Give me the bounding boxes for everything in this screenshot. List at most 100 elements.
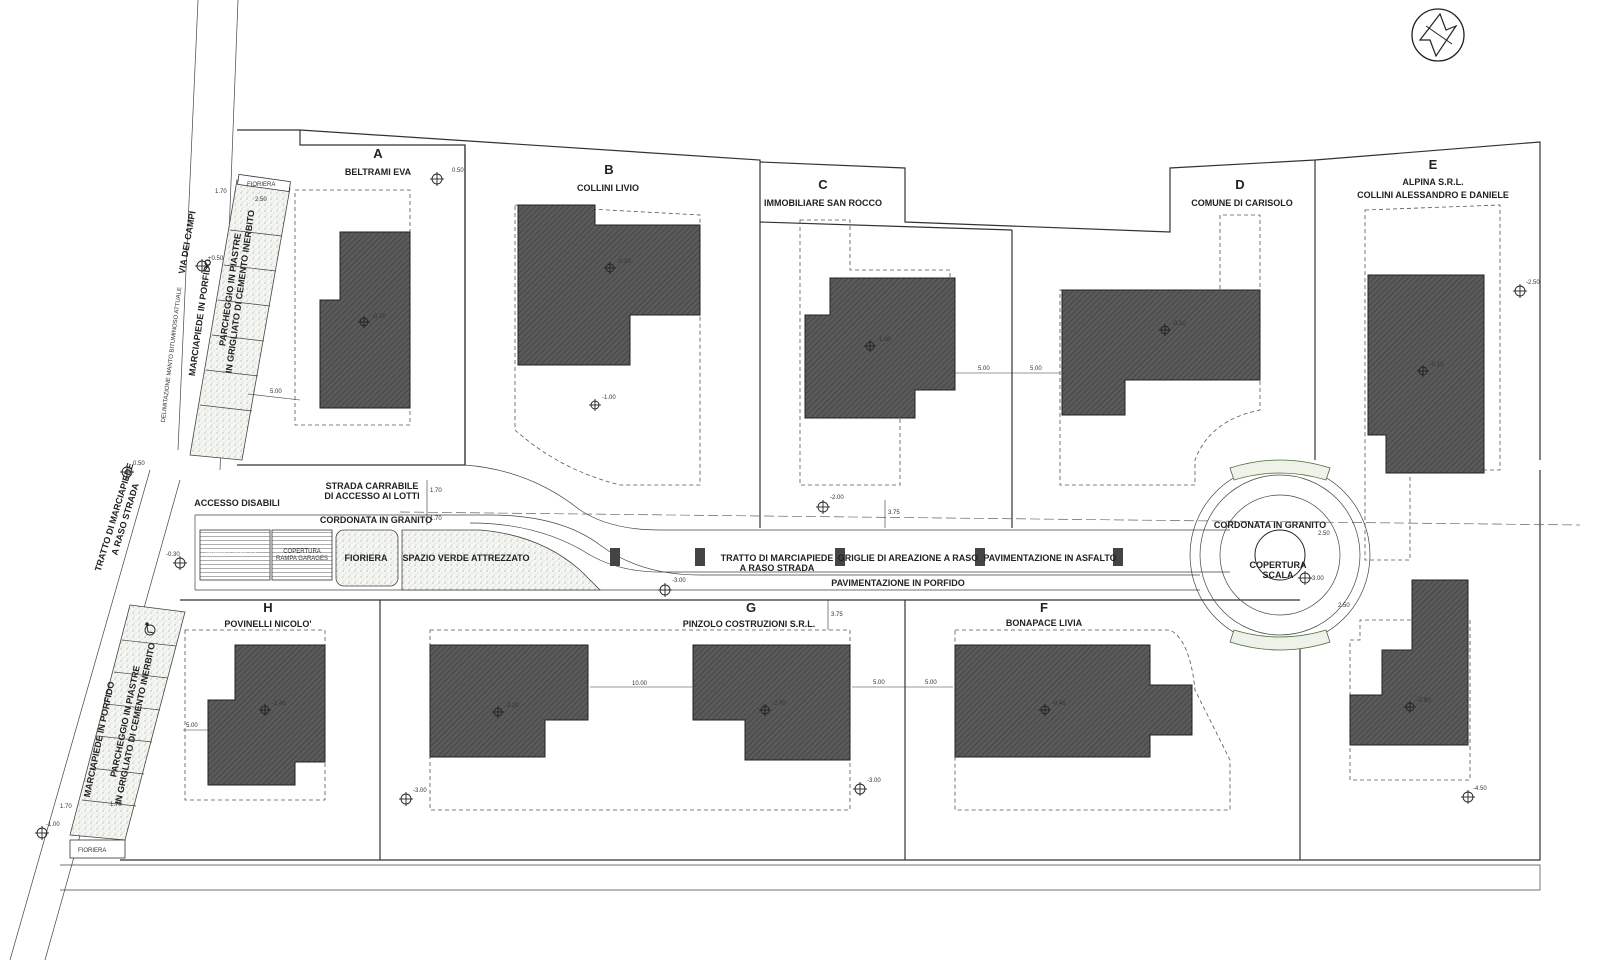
elev-a: -0.20: [372, 314, 386, 320]
lot-c-owner: IMMOBILIARE SAN ROCCO: [764, 198, 882, 208]
lot-g-letter: G: [746, 600, 756, 615]
lot-e-letter: E: [1429, 157, 1438, 172]
dim-13: 2.50: [1318, 531, 1330, 537]
parking-strip-bottom: [69, 604, 186, 859]
elev-top-left: +0.50: [208, 256, 224, 262]
lot-letters: A B C D E F G H: [263, 146, 1437, 615]
accesso-disabili-label: ACCESSO DISABILI: [194, 498, 280, 508]
north-arrow-icon: [1411, 8, 1465, 62]
elev-h: -1.40: [272, 701, 286, 707]
lot-d-letter: D: [1235, 177, 1244, 192]
dim-11: 3.75: [888, 510, 900, 516]
elev-b: -0.20: [617, 259, 631, 265]
area-labels: STRADA CARRABILE DI ACCESSO AI LOTTI ACC…: [194, 481, 1326, 588]
lot-b-owner: COLLINI LIVIO: [577, 183, 639, 193]
fioriera-bottom-label: FIORIERA: [78, 848, 106, 854]
building-c: [804, 277, 956, 419]
ramp-area: [199, 529, 601, 591]
fioriera-top-label: FIORIERA: [247, 182, 275, 188]
copertura-rampa-label-1: COPERTURA: [283, 549, 321, 555]
via-dei-campi-label: VIA DEI CAMPI: [177, 210, 198, 274]
lot-boundaries-north: [237, 129, 1541, 528]
lot-f-letter: F: [1040, 600, 1048, 615]
elev-g2: -2.70: [772, 701, 786, 707]
dim-10: 5.00: [186, 723, 198, 729]
dim-9: 5.00: [925, 680, 937, 686]
ventilation-grilles: [610, 548, 1123, 566]
elev-b-yard: -1.00: [602, 395, 616, 401]
cordonata-right-label: CORDONATA IN GRANITO: [1214, 520, 1326, 530]
lot-b-letter: B: [604, 162, 613, 177]
elev-g-low1: -3.00: [413, 788, 427, 794]
lot-e-owner2: COLLINI ALESSANDRO E DANIELE: [1357, 190, 1509, 200]
copertura-scala-label-1: COPERTURA: [1249, 560, 1307, 570]
dim-15: 1.70: [110, 802, 122, 808]
strada-label-1: STRADA CARRABILE: [326, 481, 419, 491]
elev-a-corner: 0.50: [452, 168, 464, 174]
building-d: [1061, 289, 1261, 416]
building-a: [319, 231, 411, 409]
roundabout: [1189, 459, 1371, 651]
lot-c-letter: C: [818, 177, 828, 192]
dim-8: 5.00: [873, 680, 885, 686]
dim-2: 1.70: [215, 189, 227, 195]
elev-road-entry: -0.30: [166, 552, 180, 558]
building-e-south: [1349, 579, 1469, 746]
wheelchair-icon: [144, 622, 156, 636]
lot-d-owner: COMUNE DI CARISOLO: [1191, 198, 1293, 208]
griglie-label: GRIGLIE DI AREAZIONE A RASO: [838, 553, 979, 563]
elev-e-edge: -2.50: [1526, 280, 1540, 286]
elev-road-mid: -3.00: [672, 578, 686, 584]
tratto-marciapiede-mid-1: TRATTO DI MARCIAPIEDE: [721, 553, 834, 563]
dim-16: 1.70: [60, 804, 72, 810]
elev-e: -0.15: [1430, 362, 1444, 368]
lot-h-owner: POVINELLI NICOLO': [224, 619, 311, 629]
dim-12: 3.75: [831, 612, 843, 618]
elev-e2: -0.60: [1417, 698, 1431, 704]
elevation-values: 0.50 -0.20 -0.20 -1.00 -1.00 -2.00 -0.10…: [46, 168, 1540, 828]
elev-d: -0.10: [1172, 321, 1186, 327]
elev-e-low: -4.50: [1473, 786, 1487, 792]
building-f: [954, 644, 1193, 758]
pavimentazione-porfido-label: PAVIMENTAZIONE IN PORFIDO: [831, 578, 965, 588]
elev-f: -0.45: [1052, 701, 1066, 707]
dim-7: 5.00: [1030, 366, 1042, 372]
strada-label-2: DI ACCESSO AI LOTTI: [324, 491, 419, 501]
owner-names: BELTRAMI EVA COLLINI LIVIO IMMOBILIARE S…: [224, 167, 1508, 629]
dim-6: 5.00: [978, 366, 990, 372]
elevation-markers: [35, 172, 1527, 840]
lot-a-owner: BELTRAMI EVA: [345, 167, 412, 177]
dim-4: 1.70: [430, 488, 442, 494]
dim-14: 2.50: [1338, 603, 1350, 609]
dimension-lines: 5.00 1.70 2.50 1.70 1.70 5.00 5.00 5.00 …: [60, 189, 1350, 810]
copertura-scala-label-2: SCALA: [1263, 570, 1294, 580]
cordonata-left-label: CORDONATA IN GRANITO: [320, 515, 432, 525]
lot-a-letter: A: [373, 146, 383, 161]
elev-g1: -2.20: [505, 703, 519, 709]
lot-f-owner: BONAPACE LIVIA: [1006, 618, 1083, 628]
dim-3: 2.50: [255, 197, 267, 203]
lot-g-owner: PINZOLO COSTRUZIONI S.R.L.: [683, 619, 816, 629]
elev-g-low2: -3.00: [867, 778, 881, 784]
parking-strip-top: [189, 173, 291, 461]
dim-g-gap: 10.00: [632, 681, 648, 687]
rampa-garages-label: RAMPA GARAGES: [206, 551, 258, 557]
dim-1: 5.00: [270, 389, 282, 395]
tratto-marciapiede-mid-2: A RASO STRADA: [740, 563, 815, 573]
elev-road-left: 0.50: [133, 461, 145, 467]
lot-boundaries-south: [60, 470, 1541, 891]
dim-5: 1.70: [430, 516, 442, 522]
fioriera-mid-label: FIORIERA: [344, 553, 388, 563]
elev-c: -1.00: [877, 337, 891, 343]
elev-circle: -3.00: [1310, 576, 1324, 582]
copertura-rampa-label-2: RAMPA GARAGES: [276, 556, 328, 562]
lot-h-letter: H: [263, 600, 272, 615]
spazio-verde-label: SPAZIO VERDE ATTREZZATO: [402, 553, 529, 563]
pavimentazione-asfalto-label: PAVIMENTAZIONE IN ASFALTO: [983, 553, 1116, 563]
building-g-east: [692, 644, 851, 761]
building-b: [517, 204, 701, 366]
elev-c-low: -2.00: [830, 495, 844, 501]
building-g-west: [429, 644, 589, 758]
setback-lines: [184, 189, 1501, 811]
